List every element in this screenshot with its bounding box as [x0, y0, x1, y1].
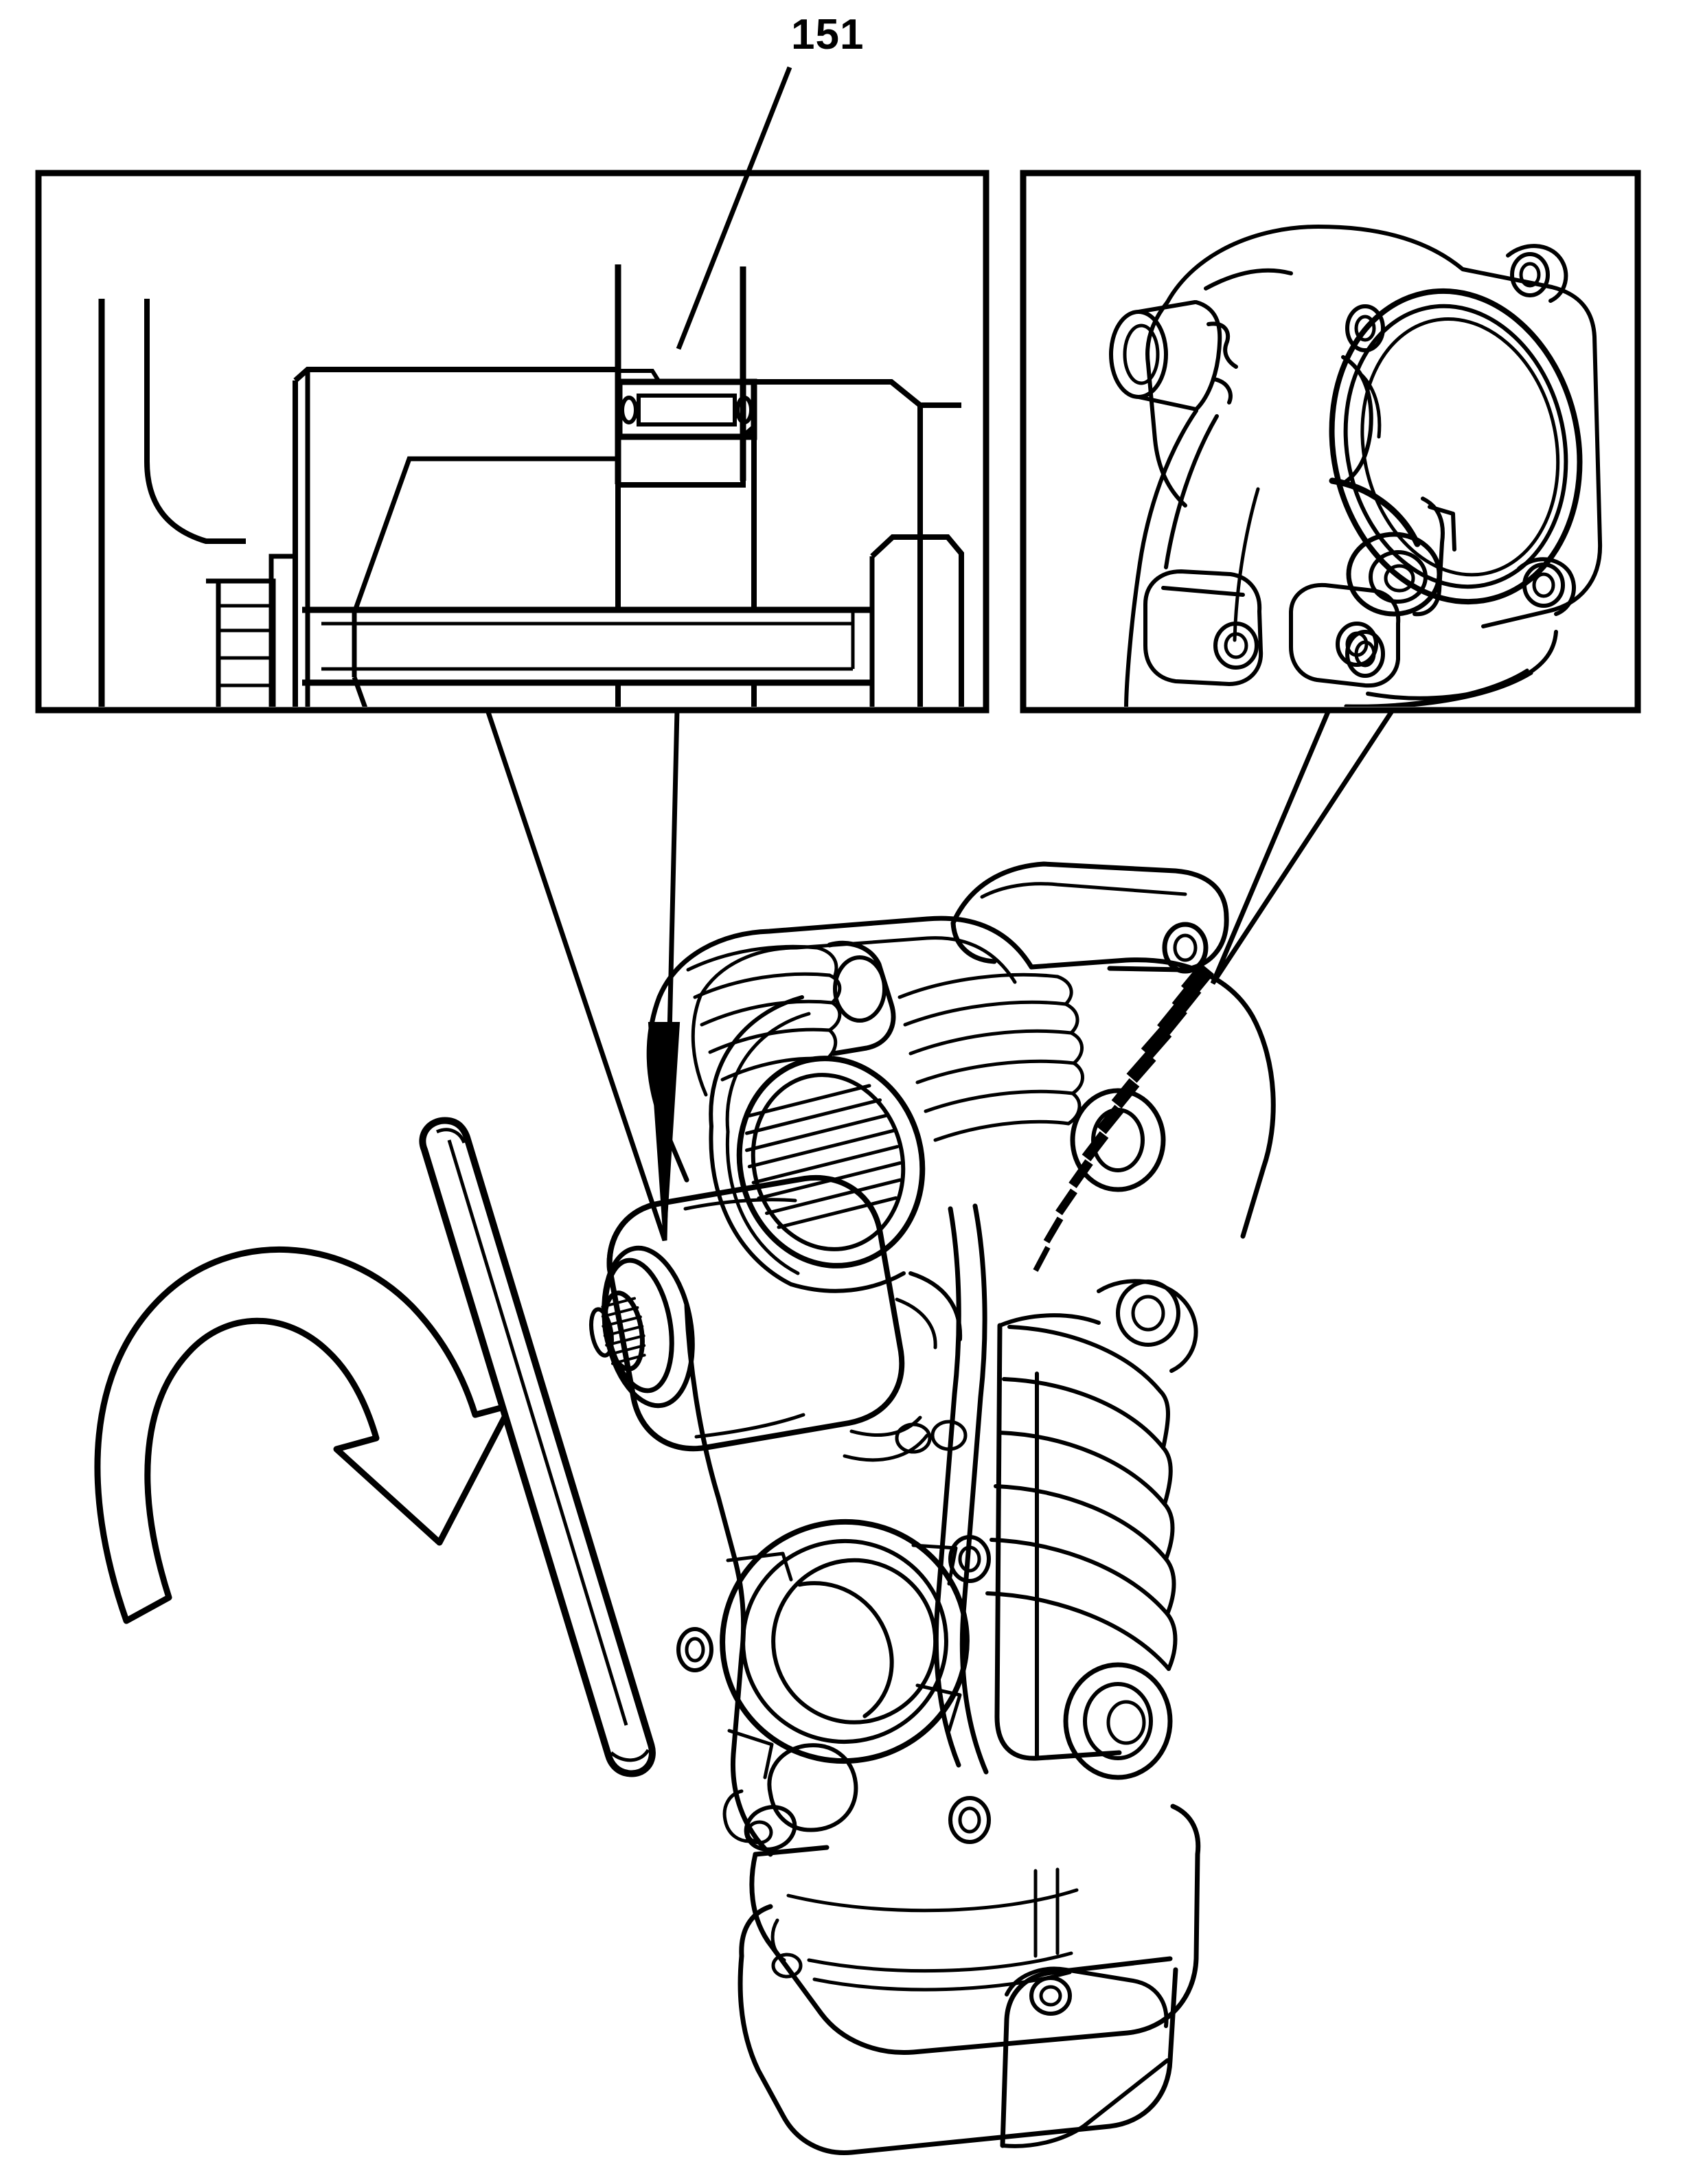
detail-box-cross-section — [35, 170, 990, 714]
callout-number-151: 151 — [791, 11, 865, 58]
callout-151-leader — [676, 66, 792, 350]
